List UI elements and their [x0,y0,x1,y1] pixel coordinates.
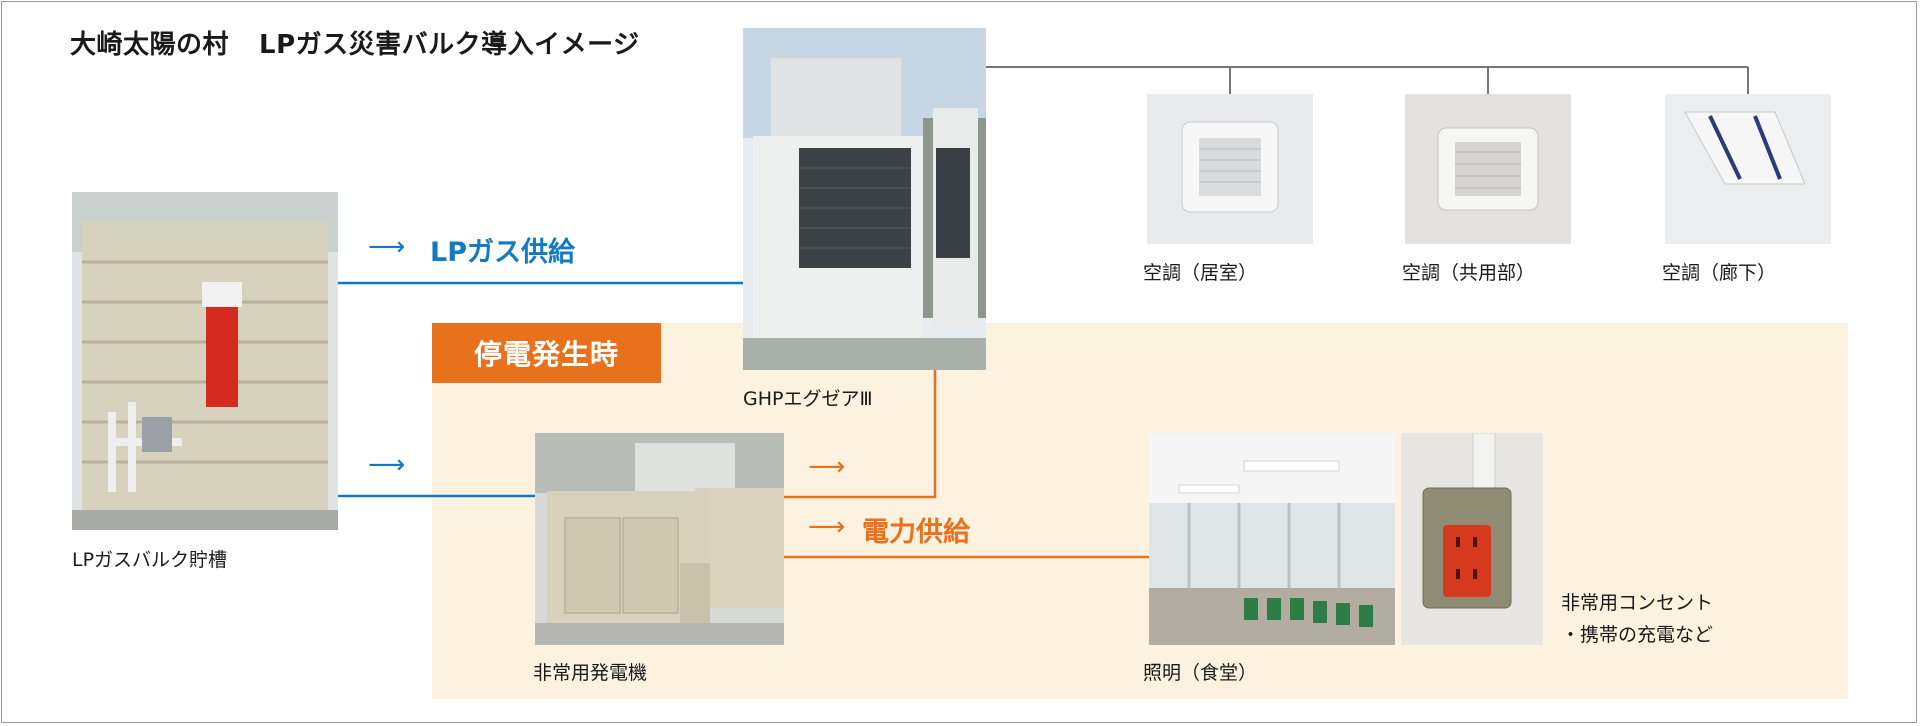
outlet-label-line2: ・携帯の充電など [1561,620,1713,647]
ghp-label: GHPエグゼアⅢ [743,384,873,411]
ac-room-label: 空調（居室） [1143,258,1257,285]
generator-label: 非常用発電機 [533,658,647,685]
right-arrow-icon: ⟶ [808,514,845,540]
power-supply-label: 電力供給 [862,510,970,549]
gas-supply-label: LPガス供給 [430,230,575,269]
title-subject: LPガス災害バルク導入イメージ [259,30,640,60]
lighting-photo [1149,433,1395,645]
lighting-label: 照明（食堂） [1143,658,1257,685]
outlet-label-line1: 非常用コンセント [1561,588,1713,615]
generator-photo [535,433,784,645]
right-arrow-icon: ⟶ [368,234,405,260]
right-arrow-icon: ⟶ [368,452,405,478]
ac-common-photo [1405,94,1571,244]
title-place: 大崎太陽の村 [70,30,229,60]
ac-corridor-photo [1665,94,1831,244]
right-arrow-icon: ⟶ [808,454,845,480]
bulk-tank-label: LPガスバルク貯槽 [72,545,227,572]
ac-room-photo [1147,94,1313,244]
ghp-photo [743,28,986,370]
outage-badge: 停電発生時 [432,323,661,383]
page-title: 大崎太陽の村 LPガス災害バルク導入イメージ [70,24,640,61]
ac-common-label: 空調（共用部） [1402,258,1535,285]
bulk-tank-photo [72,192,338,530]
ac-corridor-label: 空調（廊下） [1662,258,1776,285]
outlet-photo [1401,433,1543,645]
